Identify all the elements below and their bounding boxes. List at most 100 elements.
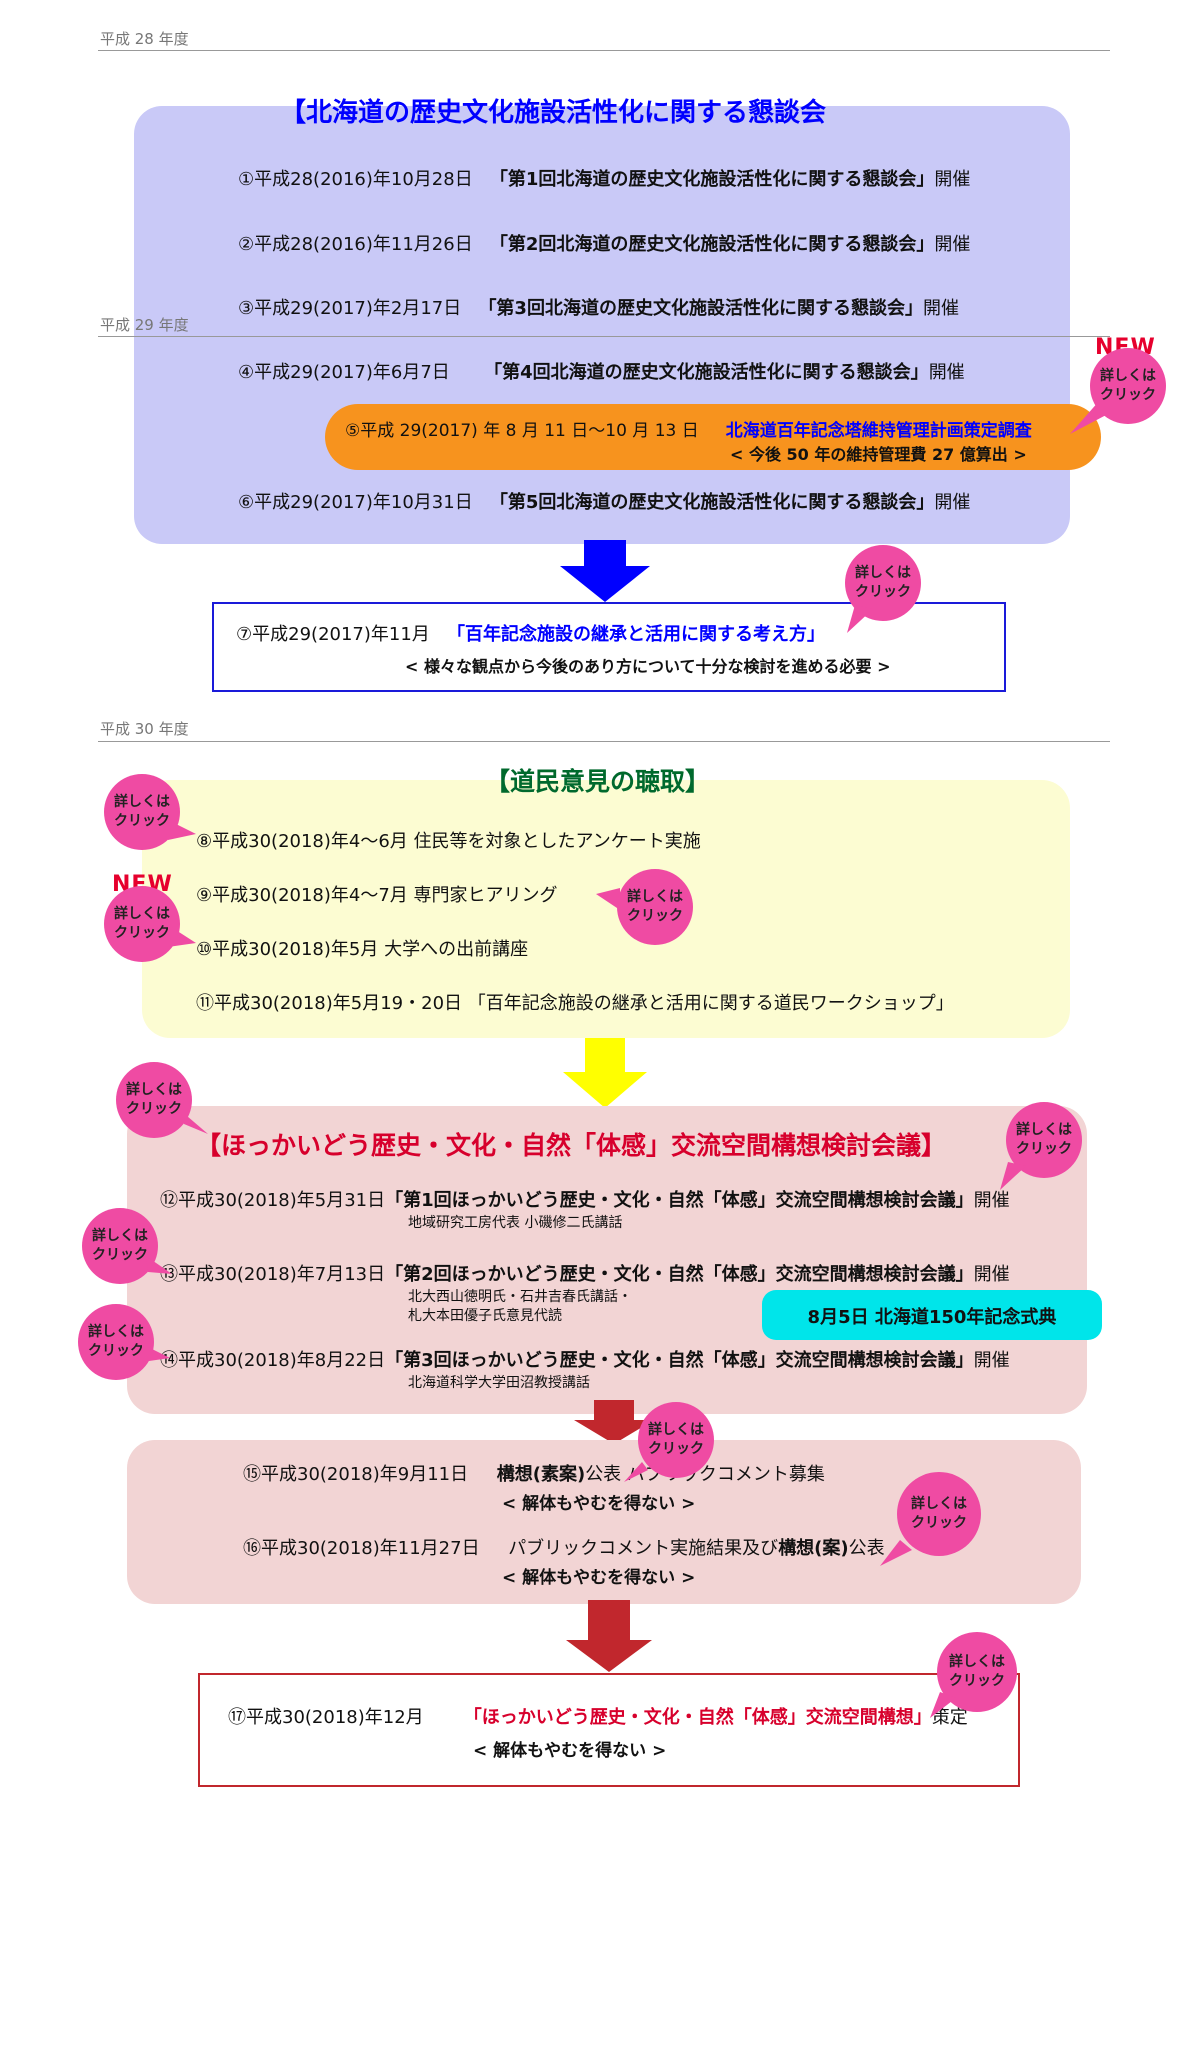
bubble-tail-icon: [880, 1540, 912, 1566]
bubble-line2: クリック: [126, 1101, 182, 1117]
bubble-line2: クリック: [88, 1343, 144, 1359]
details-bubble[interactable]: 詳しくは クリック: [617, 869, 693, 945]
details-bubble[interactable]: 詳しくは クリック: [104, 774, 180, 850]
item-suffix: 開催: [973, 1264, 1010, 1285]
speaker-note: 北海道科学大学田沼教授講話: [408, 1375, 590, 1391]
survey-note: < 今後 50 年の維持管理費 27 億算出 >: [730, 445, 1027, 464]
details-bubble[interactable]: 詳しくは クリック: [1006, 1102, 1082, 1178]
details-bubble[interactable]: 詳しくは クリック: [116, 1062, 192, 1138]
bubble-line2: クリック: [1016, 1141, 1072, 1157]
item-suffix: 開催: [934, 234, 971, 255]
concept-council-title: 【ほっかいどう歴史・文化・自然「体感」交流空間構想検討会議】: [196, 1131, 947, 1160]
bubble-tail-icon: [596, 888, 620, 910]
speaker-note: 地域研究工房代表 小磯修二氏講話: [408, 1215, 623, 1231]
speaker-note: 北大西山徳明氏・石井吉春氏講話・: [408, 1289, 632, 1305]
concept-name: 「ほっかいどう歴史・文化・自然「体感」交流空間構想」: [463, 1707, 932, 1728]
bubble-line2: クリック: [627, 908, 683, 924]
bubble-line1: 詳しくは: [855, 565, 911, 581]
item-rest: 公表: [848, 1538, 885, 1559]
survey-name: 北海道百年記念塔維持管理計画策定調査: [725, 421, 1032, 441]
details-bubble[interactable]: 詳しくは クリック: [638, 1402, 714, 1478]
bubble-tail-icon: [168, 925, 196, 947]
item-name: 「第4回北海道の歴史文化施設活性化に関する懇談会」: [484, 362, 929, 383]
concept-box[interactable]: [198, 1673, 1020, 1787]
concept-item-16[interactable]: ⑯平成30(2018)年11月27日 パブリックコメント実施結果及び構想(案)公…: [243, 1534, 885, 1560]
bubble-tail-icon: [624, 1462, 648, 1482]
concept-item-12[interactable]: ⑫平成30(2018)年5月31日「第1回ほっかいどう歴史・文化・自然「体感」交…: [160, 1186, 1010, 1212]
council-panel: [134, 106, 1070, 544]
year-divider: [98, 741, 1110, 742]
item-date: ⑮平成30(2018)年9月11日: [243, 1464, 469, 1485]
bubble-line2: クリック: [911, 1515, 967, 1531]
opinion-item-11[interactable]: ⑪平成30(2018)年5月19・20日 「百年記念施設の継承と活用に関する道民…: [196, 993, 954, 1014]
details-bubble[interactable]: 詳しくは クリック: [897, 1472, 981, 1556]
arrow-down-icon: [566, 1600, 652, 1672]
item-name: 「第1回北海道の歴史文化施設活性化に関する懇談会」: [489, 169, 935, 190]
concept-item-15[interactable]: ⑮平成30(2018)年9月11日 構想(素案)公表 パブリックコメント募集: [243, 1460, 825, 1486]
item-date: ⑭平成30(2018)年8月22日: [160, 1350, 386, 1371]
ceremony-badge: [762, 1290, 1102, 1340]
speaker-note: 札大本田優子氏意見代読: [408, 1308, 562, 1324]
concept-item-13[interactable]: ⑬平成30(2018)年7月13日「第2回ほっかいどう歴史・文化・自然「体感」交…: [160, 1260, 1010, 1286]
concept-suffix: 策定: [931, 1707, 968, 1728]
details-bubble[interactable]: 詳しくは クリック: [82, 1208, 158, 1284]
item-date: ⑯平成30(2018)年11月27日: [243, 1538, 480, 1559]
bubble-line1: 詳しくは: [92, 1228, 148, 1244]
opinion-panel: [142, 780, 1070, 1038]
item-name: 「第2回ほっかいどう歴史・文化・自然「体感」交流空間構想検討会議」: [385, 1264, 974, 1285]
item-date: ⑫平成30(2018)年5月31日: [160, 1190, 386, 1211]
bubble-line2: クリック: [1100, 387, 1156, 403]
item-suffix: 開催: [973, 1190, 1010, 1211]
year-label-h28: 平成 28 年度: [100, 30, 189, 48]
year-divider: [98, 336, 1110, 337]
concept-council-panel: [127, 1106, 1087, 1414]
policy-note: < 様々な観点から今後のあり方について十分な検討を進める必要 >: [405, 657, 891, 676]
opinion-title: 【道民意見の聴取】: [485, 767, 711, 796]
bubble-line2: クリック: [949, 1673, 1005, 1689]
bubble-tail-icon: [930, 1692, 956, 1718]
opinion-item-10[interactable]: ⑩平成30(2018)年5月 大学への出前講座: [196, 939, 529, 960]
item-suffix: 開催: [922, 298, 959, 319]
concept-row: ⑰平成30(2018)年12月 「ほっかいどう歴史・文化・自然「体感」交流空間構…: [228, 1703, 968, 1729]
details-bubble[interactable]: 詳しくは クリック: [78, 1304, 154, 1380]
item-name: 「第3回北海道の歴史文化施設活性化に関する懇談会」: [478, 298, 923, 319]
bubble-tail-icon: [847, 605, 873, 633]
opinion-item-8[interactable]: ⑧平成30(2018)年4〜6月 住民等を対象としたアンケート実施: [196, 831, 701, 852]
item-date: ①平成28(2016)年10月28日: [238, 169, 473, 190]
arrow-down-icon: [574, 1400, 654, 1444]
policy-row: ⑦平成29(2017)年11月 「百年記念施設の継承と活用に関する考え方」: [236, 620, 825, 646]
concept-item-14[interactable]: ⑭平成30(2018)年8月22日「第3回ほっかいどう歴史・文化・自然「体感」交…: [160, 1346, 1010, 1372]
bubble-line2: クリック: [92, 1247, 148, 1263]
bubble-tail-icon: [146, 1256, 172, 1274]
council-item-3[interactable]: ③平成29(2017)年2月17日 「第3回北海道の歴史文化施設活性化に関する懇…: [238, 294, 959, 320]
council-item-2[interactable]: ②平成28(2016)年11月26日 「第2回北海道の歴史文化施設活性化に関する…: [238, 230, 970, 256]
year-label-h30: 平成 30 年度: [100, 720, 189, 738]
item-date: ⑥平成29(2017)年10月31日: [238, 492, 473, 513]
concept-note: < 解体もやむを得ない >: [473, 1741, 667, 1761]
bubble-line1: 詳しくは: [1016, 1122, 1072, 1138]
policy-name: 「百年記念施設の継承と活用に関する考え方」: [446, 624, 825, 645]
item-suffix: 開催: [934, 492, 971, 513]
item-name: 「第1回ほっかいどう歴史・文化・自然「体感」交流空間構想検討会議」: [385, 1190, 974, 1211]
arrow-down-icon: [563, 1038, 647, 1108]
bubble-line2: クリック: [114, 925, 170, 941]
bubble-line1: 詳しくは: [648, 1422, 704, 1438]
item-date: ④平成29(2017)年6月7日: [238, 362, 450, 383]
item-suffix: 開催: [973, 1350, 1010, 1371]
item-date: ③平成29(2017)年2月17日: [238, 298, 462, 319]
item-date: ②平成28(2016)年11月26日: [238, 234, 473, 255]
council-item-5[interactable]: ⑥平成29(2017)年10月31日 「第5回北海道の歴史文化施設活性化に関する…: [238, 488, 970, 514]
bubble-tail-icon: [1070, 400, 1108, 434]
council-item-4[interactable]: ④平成29(2017)年6月7日 「第4回北海道の歴史文化施設活性化に関する懇談…: [238, 358, 965, 384]
item-name: 「第3回ほっかいどう歴史・文化・自然「体感」交流空間構想検討会議」: [385, 1350, 974, 1371]
details-bubble[interactable]: 詳しくは クリック: [104, 886, 180, 962]
council-title: 【北海道の歴史文化施設活性化に関する懇談会: [280, 98, 827, 128]
item-note: < 解体もやむを得ない >: [502, 1494, 696, 1514]
survey-pill[interactable]: [325, 404, 1101, 470]
bubble-tail-icon: [142, 1344, 170, 1362]
bubble-tail-icon: [180, 1110, 208, 1134]
item-name: 「第2回北海道の歴史文化施設活性化に関する懇談会」: [489, 234, 935, 255]
item-name: 「第5回北海道の歴史文化施設活性化に関する懇談会」: [489, 492, 935, 513]
opinion-item-9[interactable]: ⑨平成30(2018)年4〜7月 専門家ヒアリング: [196, 885, 558, 906]
council-item-1[interactable]: ①平成28(2016)年10月28日 「第1回北海道の歴史文化施設活性化に関する…: [238, 165, 970, 191]
